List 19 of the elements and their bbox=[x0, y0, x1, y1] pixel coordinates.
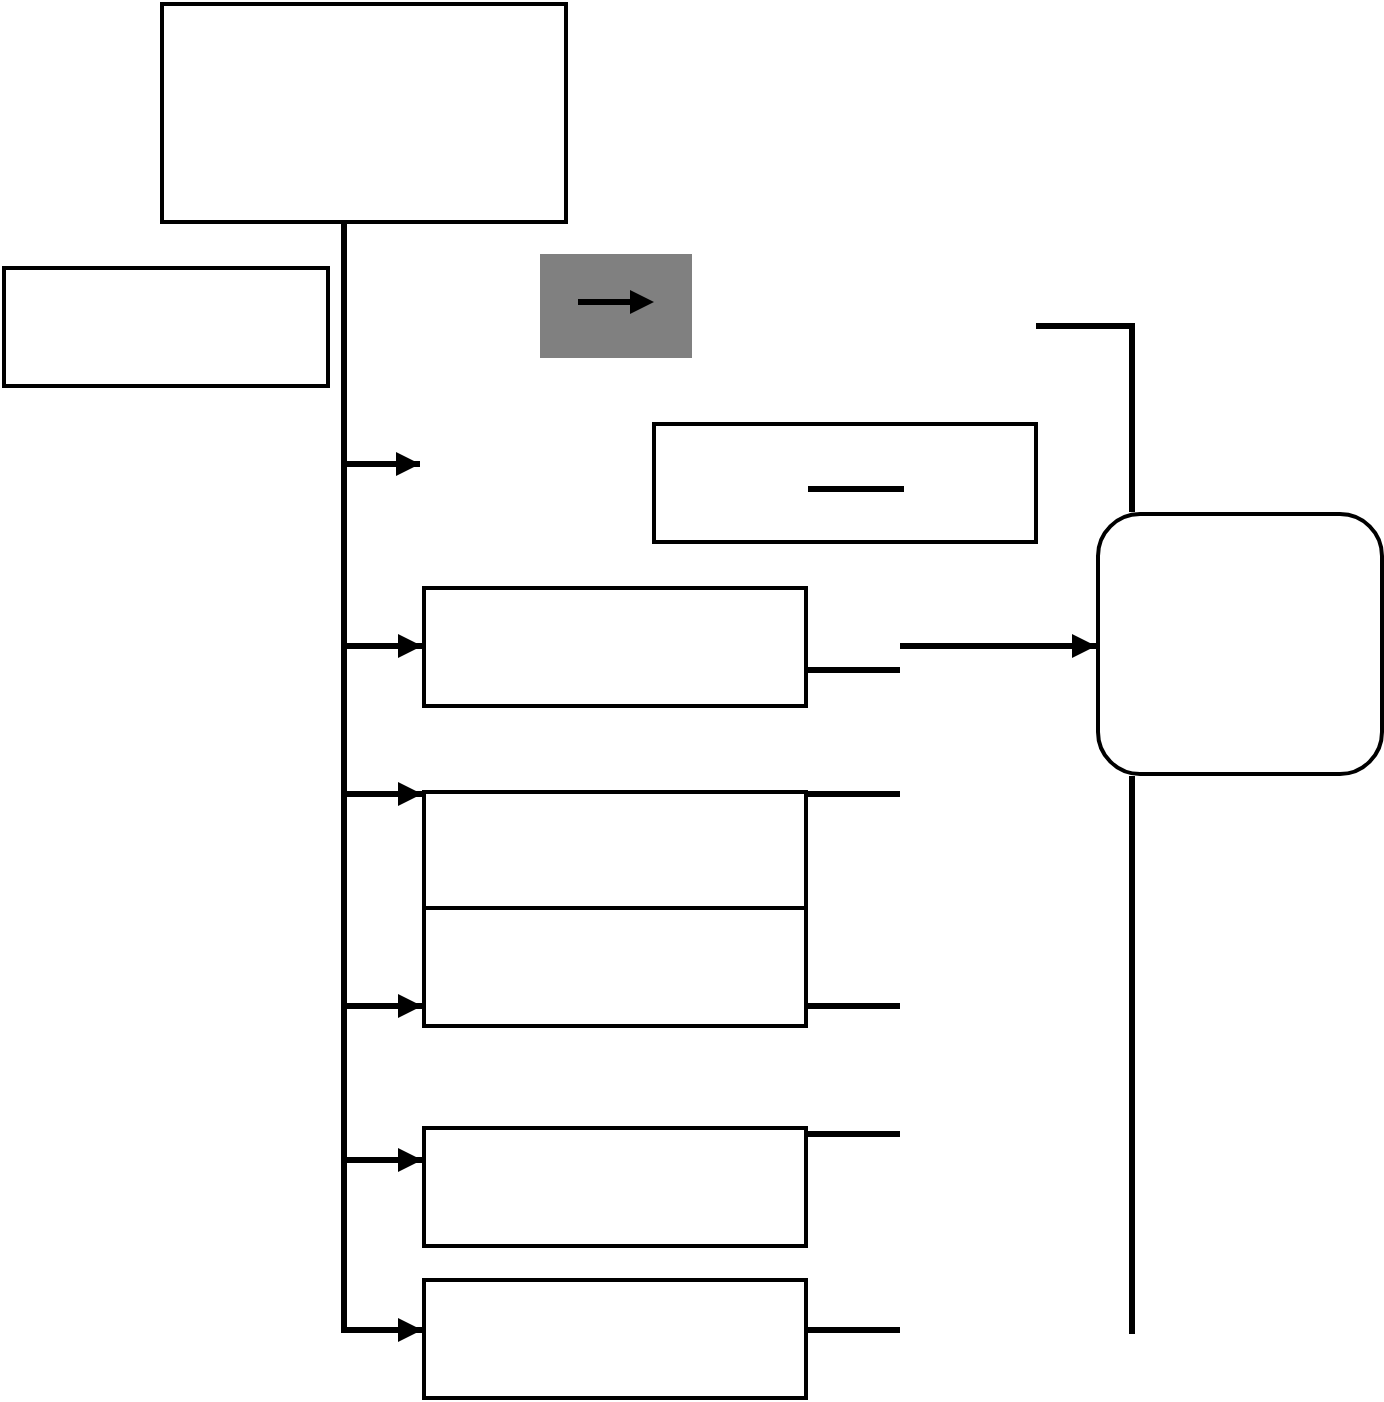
process-box bbox=[652, 422, 1038, 544]
connector-line bbox=[808, 791, 900, 797]
process-box bbox=[422, 1126, 808, 1248]
connector-line bbox=[808, 1327, 900, 1333]
arrow bbox=[900, 634, 1096, 658]
connector-line bbox=[808, 667, 900, 673]
process-box bbox=[422, 1278, 808, 1400]
connector-line bbox=[1036, 323, 1135, 512]
connector-line bbox=[808, 1003, 900, 1009]
connector-line bbox=[808, 1131, 900, 1137]
process-box bbox=[160, 2, 568, 224]
process-box bbox=[422, 906, 808, 1028]
arrow bbox=[341, 224, 422, 1342]
connector-line bbox=[1129, 776, 1135, 1334]
process-box bbox=[2, 266, 330, 388]
rounded-box bbox=[1096, 512, 1384, 776]
process-box bbox=[422, 586, 808, 708]
process-box bbox=[422, 790, 808, 910]
shaded-box bbox=[540, 254, 692, 358]
